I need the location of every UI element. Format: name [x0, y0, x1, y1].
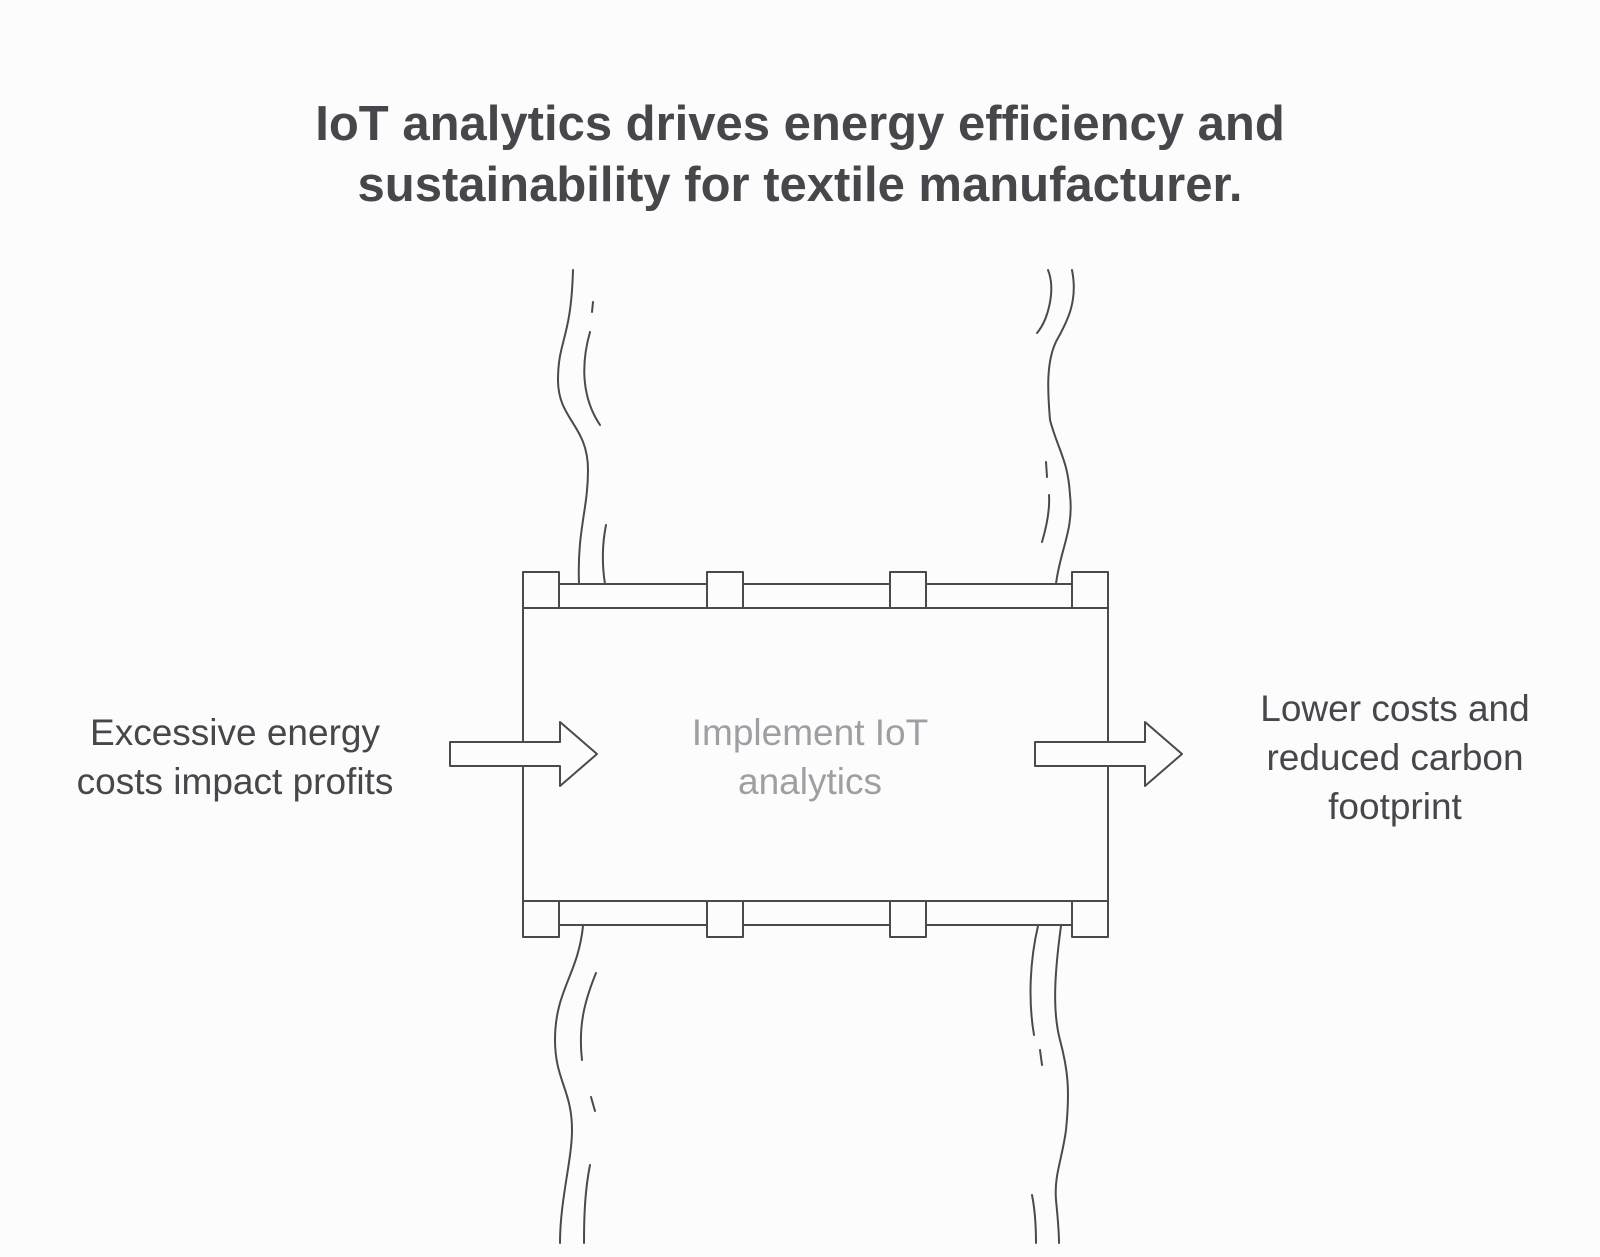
- input-arrow-icon: [449, 721, 598, 787]
- output-label-line-2: reduced carbon: [1266, 737, 1524, 778]
- bottom-beam: [522, 900, 1109, 938]
- title-line-1: IoT analytics drives energy efficiency a…: [315, 97, 1285, 151]
- process-label-line-1: Implement IoT: [691, 712, 929, 753]
- bottom-beam-block-2: [706, 900, 744, 938]
- top-beam: [522, 571, 1109, 609]
- top-beam-block-4: [1071, 571, 1109, 609]
- output-label-line-1: Lower costs and: [1260, 688, 1530, 729]
- process-label-line-2: analytics: [738, 761, 882, 802]
- top-beam-block-3: [889, 571, 927, 609]
- bottom-beam-block-1: [522, 900, 560, 938]
- output-label: Lower costs and reduced carbon footprint: [1215, 684, 1575, 831]
- thread-bottom-right: [1029, 925, 1069, 1244]
- input-label: Excessive energy costs impact profits: [30, 708, 440, 806]
- diagram-title: IoT analytics drives energy efficiency a…: [150, 94, 1450, 216]
- process-label: Implement IoT analytics: [620, 708, 1000, 806]
- thread-top-left: [557, 269, 607, 585]
- process-box: [522, 607, 1109, 902]
- bottom-beam-block-4: [1071, 900, 1109, 938]
- top-beam-block-2: [706, 571, 744, 609]
- top-beam-block-1: [522, 571, 560, 609]
- thread-bottom-left: [554, 925, 597, 1244]
- title-line-2: sustainability for textile manufacturer.: [357, 158, 1243, 212]
- output-label-line-3: footprint: [1328, 786, 1462, 827]
- input-label-line-1: Excessive energy: [90, 712, 380, 753]
- thread-top-right: [1036, 269, 1075, 585]
- bottom-beam-block-3: [889, 900, 927, 938]
- input-label-line-2: costs impact profits: [76, 761, 394, 802]
- output-arrow-icon: [1034, 721, 1183, 787]
